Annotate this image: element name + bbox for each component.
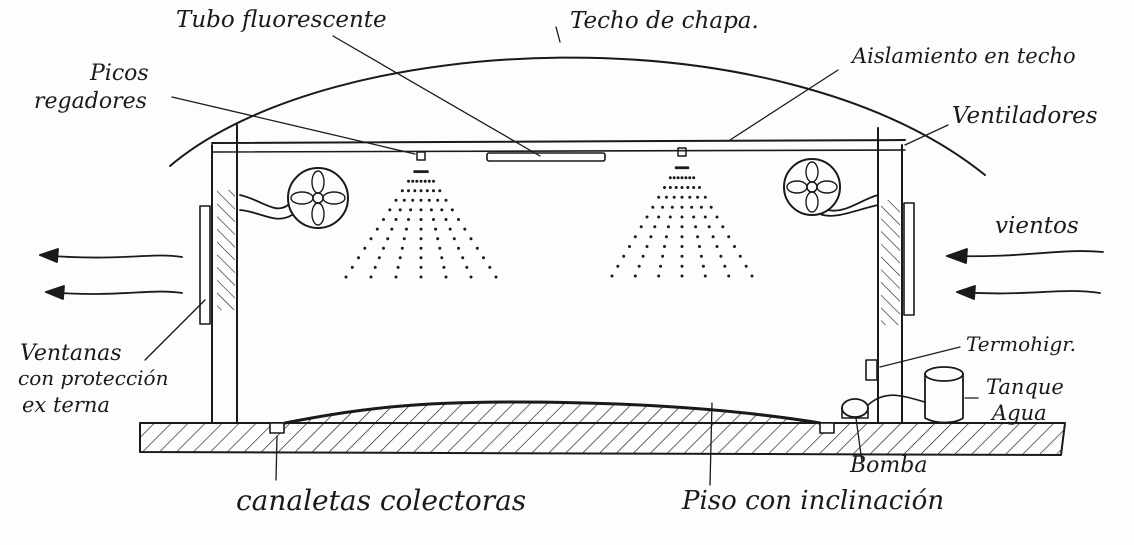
fan-right [783, 158, 879, 217]
label-vientos: vientos [995, 213, 1079, 239]
thermohygrometer [865, 359, 878, 381]
sprinkler-left [416, 151, 426, 161]
right-wall [877, 127, 903, 423]
pipe [867, 394, 926, 406]
channel-right [819, 422, 835, 434]
sprinkler-right [677, 147, 687, 157]
label-agua: Agua [992, 401, 1047, 425]
channel-left [269, 422, 285, 434]
left-window-protection [199, 205, 211, 325]
label-ventiladores: Ventiladores [952, 103, 1098, 129]
fluorescent-tube [486, 152, 606, 162]
label-picos: Picos [90, 61, 149, 86]
spray-left [344, 170, 498, 279]
label-con-proteccion: con protección [18, 366, 169, 390]
wind-arrows-right [946, 248, 1104, 300]
outflow-arrows-left [39, 248, 183, 300]
pump [841, 398, 869, 419]
label-tubo-fluorescente: Tubo fluorescente [176, 7, 387, 33]
label-tanque: Tanque [986, 375, 1064, 399]
floor-slab [139, 400, 1066, 456]
spray-right [610, 166, 754, 278]
label-regadores: regadores [34, 89, 147, 114]
label-externa: ex terna [22, 393, 110, 417]
water-tank [924, 366, 964, 424]
label-termohigr: Termohigr. [966, 332, 1076, 356]
label-canaletas-colectoras: canaletas colectoras [236, 484, 527, 517]
label-bomba: Bomba [850, 453, 928, 478]
label-aislamiento: Aislamiento en techo [852, 44, 1076, 68]
label-techo-de-chapa: Techo de chapa. [570, 8, 759, 34]
fan-left [239, 167, 349, 229]
right-window-protection [903, 202, 915, 316]
ceiling-insulation [211, 139, 906, 144]
label-ventanas: Ventanas [20, 341, 122, 366]
leader-lines [144, 26, 979, 486]
left-wall [211, 124, 238, 423]
roof-sheet [169, 56, 986, 176]
label-piso-con-inclinacion: Piso con inclinación [682, 486, 945, 516]
